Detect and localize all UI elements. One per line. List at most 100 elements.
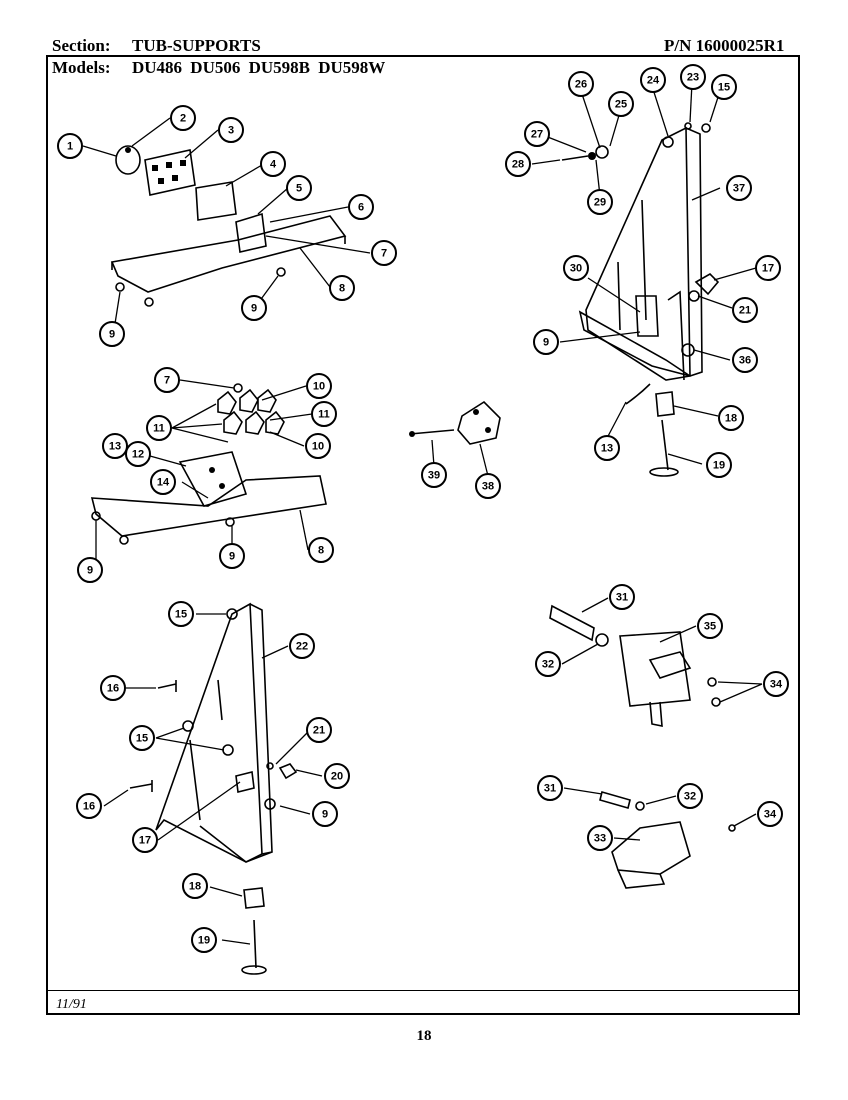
part-number: P/N 16000025R1 bbox=[664, 36, 785, 55]
upper-rack-parts bbox=[82, 117, 371, 331]
callout-34: 34 bbox=[763, 671, 789, 697]
callout-label: 33 bbox=[594, 833, 606, 845]
callout-label: 22 bbox=[296, 641, 308, 653]
callout-label: 9 bbox=[543, 337, 549, 349]
callout-label: 15 bbox=[718, 82, 730, 94]
callout-label: 24 bbox=[647, 75, 660, 87]
callout-label: 19 bbox=[198, 935, 210, 947]
revision-date: 11/91 bbox=[56, 997, 87, 1012]
callout-label: 16 bbox=[83, 801, 95, 813]
callout-label: 12 bbox=[132, 449, 144, 461]
callout-label: 15 bbox=[136, 733, 148, 745]
diagram-frame bbox=[46, 55, 800, 1015]
callout-11: 11 bbox=[311, 401, 337, 427]
callout-label: 39 bbox=[428, 470, 440, 482]
callout-label: 18 bbox=[189, 881, 201, 893]
callout-label: 9 bbox=[229, 551, 235, 563]
valve-parts bbox=[549, 597, 763, 889]
models-label: Models: bbox=[52, 58, 111, 77]
callout-label: 37 bbox=[733, 183, 745, 195]
callout-17: 17 bbox=[132, 827, 158, 853]
callout-label: 11 bbox=[153, 423, 165, 435]
callout-label: 6 bbox=[358, 202, 364, 214]
callout-label: 31 bbox=[544, 783, 556, 795]
callout-label: 7 bbox=[381, 248, 387, 260]
callout-label: 16 bbox=[107, 683, 119, 695]
callout-9: 9 bbox=[312, 801, 338, 827]
callout-label: 26 bbox=[575, 79, 587, 91]
callout-label: 8 bbox=[339, 283, 345, 295]
models-list: DU486 DU506 DU598B DU598W bbox=[132, 58, 386, 77]
left-support-parts bbox=[103, 602, 323, 975]
callout-label: 34 bbox=[770, 679, 783, 691]
callout-28: 28 bbox=[505, 151, 531, 177]
callout-37: 37 bbox=[726, 175, 752, 201]
callout-14: 14 bbox=[150, 469, 176, 495]
callout-label: 9 bbox=[109, 329, 115, 341]
center-parts bbox=[409, 400, 501, 477]
callout-label: 32 bbox=[684, 791, 696, 803]
callout-label: 17 bbox=[139, 835, 151, 847]
callout-label: 5 bbox=[296, 183, 302, 195]
callout-19: 19 bbox=[706, 452, 732, 478]
callout-19: 19 bbox=[191, 927, 217, 953]
callout-24: 24 bbox=[640, 67, 666, 93]
callout-35: 35 bbox=[697, 613, 723, 639]
callout-15: 15 bbox=[711, 74, 737, 100]
callout-label: 11 bbox=[318, 409, 330, 421]
callout-10: 10 bbox=[306, 373, 332, 399]
footer-rule bbox=[46, 990, 800, 991]
callout-22: 22 bbox=[289, 633, 315, 659]
callout-9: 9 bbox=[219, 543, 245, 569]
callout-label: 13 bbox=[109, 441, 121, 453]
callout-9: 9 bbox=[533, 329, 559, 355]
callout-33: 33 bbox=[587, 825, 613, 851]
callout-label: 1 bbox=[67, 141, 73, 153]
callout-13: 13 bbox=[594, 435, 620, 461]
callout-label: 35 bbox=[704, 621, 716, 633]
callout-label: 28 bbox=[512, 159, 524, 171]
callout-label: 3 bbox=[228, 125, 234, 137]
callout-label: 2 bbox=[180, 113, 186, 125]
callout-label: 10 bbox=[312, 441, 324, 453]
callout-13: 13 bbox=[102, 433, 128, 459]
callout-label: 20 bbox=[331, 771, 343, 783]
callout-label: 13 bbox=[601, 443, 613, 455]
callout-9: 9 bbox=[241, 295, 267, 321]
callout-label: 34 bbox=[764, 809, 777, 821]
callout-21: 21 bbox=[732, 297, 758, 323]
callout-label: 25 bbox=[615, 99, 627, 111]
callout-label: 21 bbox=[313, 725, 325, 737]
callout-30: 30 bbox=[563, 255, 589, 281]
callout-23: 23 bbox=[680, 64, 706, 90]
callout-label: 27 bbox=[531, 129, 543, 141]
callout-32: 32 bbox=[677, 783, 703, 809]
callout-7: 7 bbox=[154, 367, 180, 393]
callout-6: 6 bbox=[348, 194, 374, 220]
callout-label: 9 bbox=[251, 303, 257, 315]
callout-18: 18 bbox=[182, 873, 208, 899]
callout-29: 29 bbox=[587, 189, 613, 215]
callout-9: 9 bbox=[77, 557, 103, 583]
callout-label: 9 bbox=[322, 809, 328, 821]
callout-4: 4 bbox=[260, 151, 286, 177]
callout-36: 36 bbox=[732, 347, 758, 373]
callout-27: 27 bbox=[524, 121, 550, 147]
callout-5: 5 bbox=[286, 175, 312, 201]
callout-label: 10 bbox=[313, 381, 325, 393]
callout-26: 26 bbox=[568, 71, 594, 97]
callout-21: 21 bbox=[306, 717, 332, 743]
callout-label: 36 bbox=[739, 355, 751, 367]
callout-label: 15 bbox=[175, 609, 187, 621]
lower-rack-parts bbox=[90, 379, 327, 566]
callout-20: 20 bbox=[324, 763, 350, 789]
callout-17: 17 bbox=[755, 255, 781, 281]
callout-15: 15 bbox=[168, 601, 194, 627]
callout-label: 30 bbox=[570, 263, 582, 275]
callout-label: 21 bbox=[739, 305, 751, 317]
callout-31: 31 bbox=[609, 584, 635, 610]
callout-8: 8 bbox=[308, 537, 334, 563]
callout-label: 8 bbox=[318, 545, 324, 557]
